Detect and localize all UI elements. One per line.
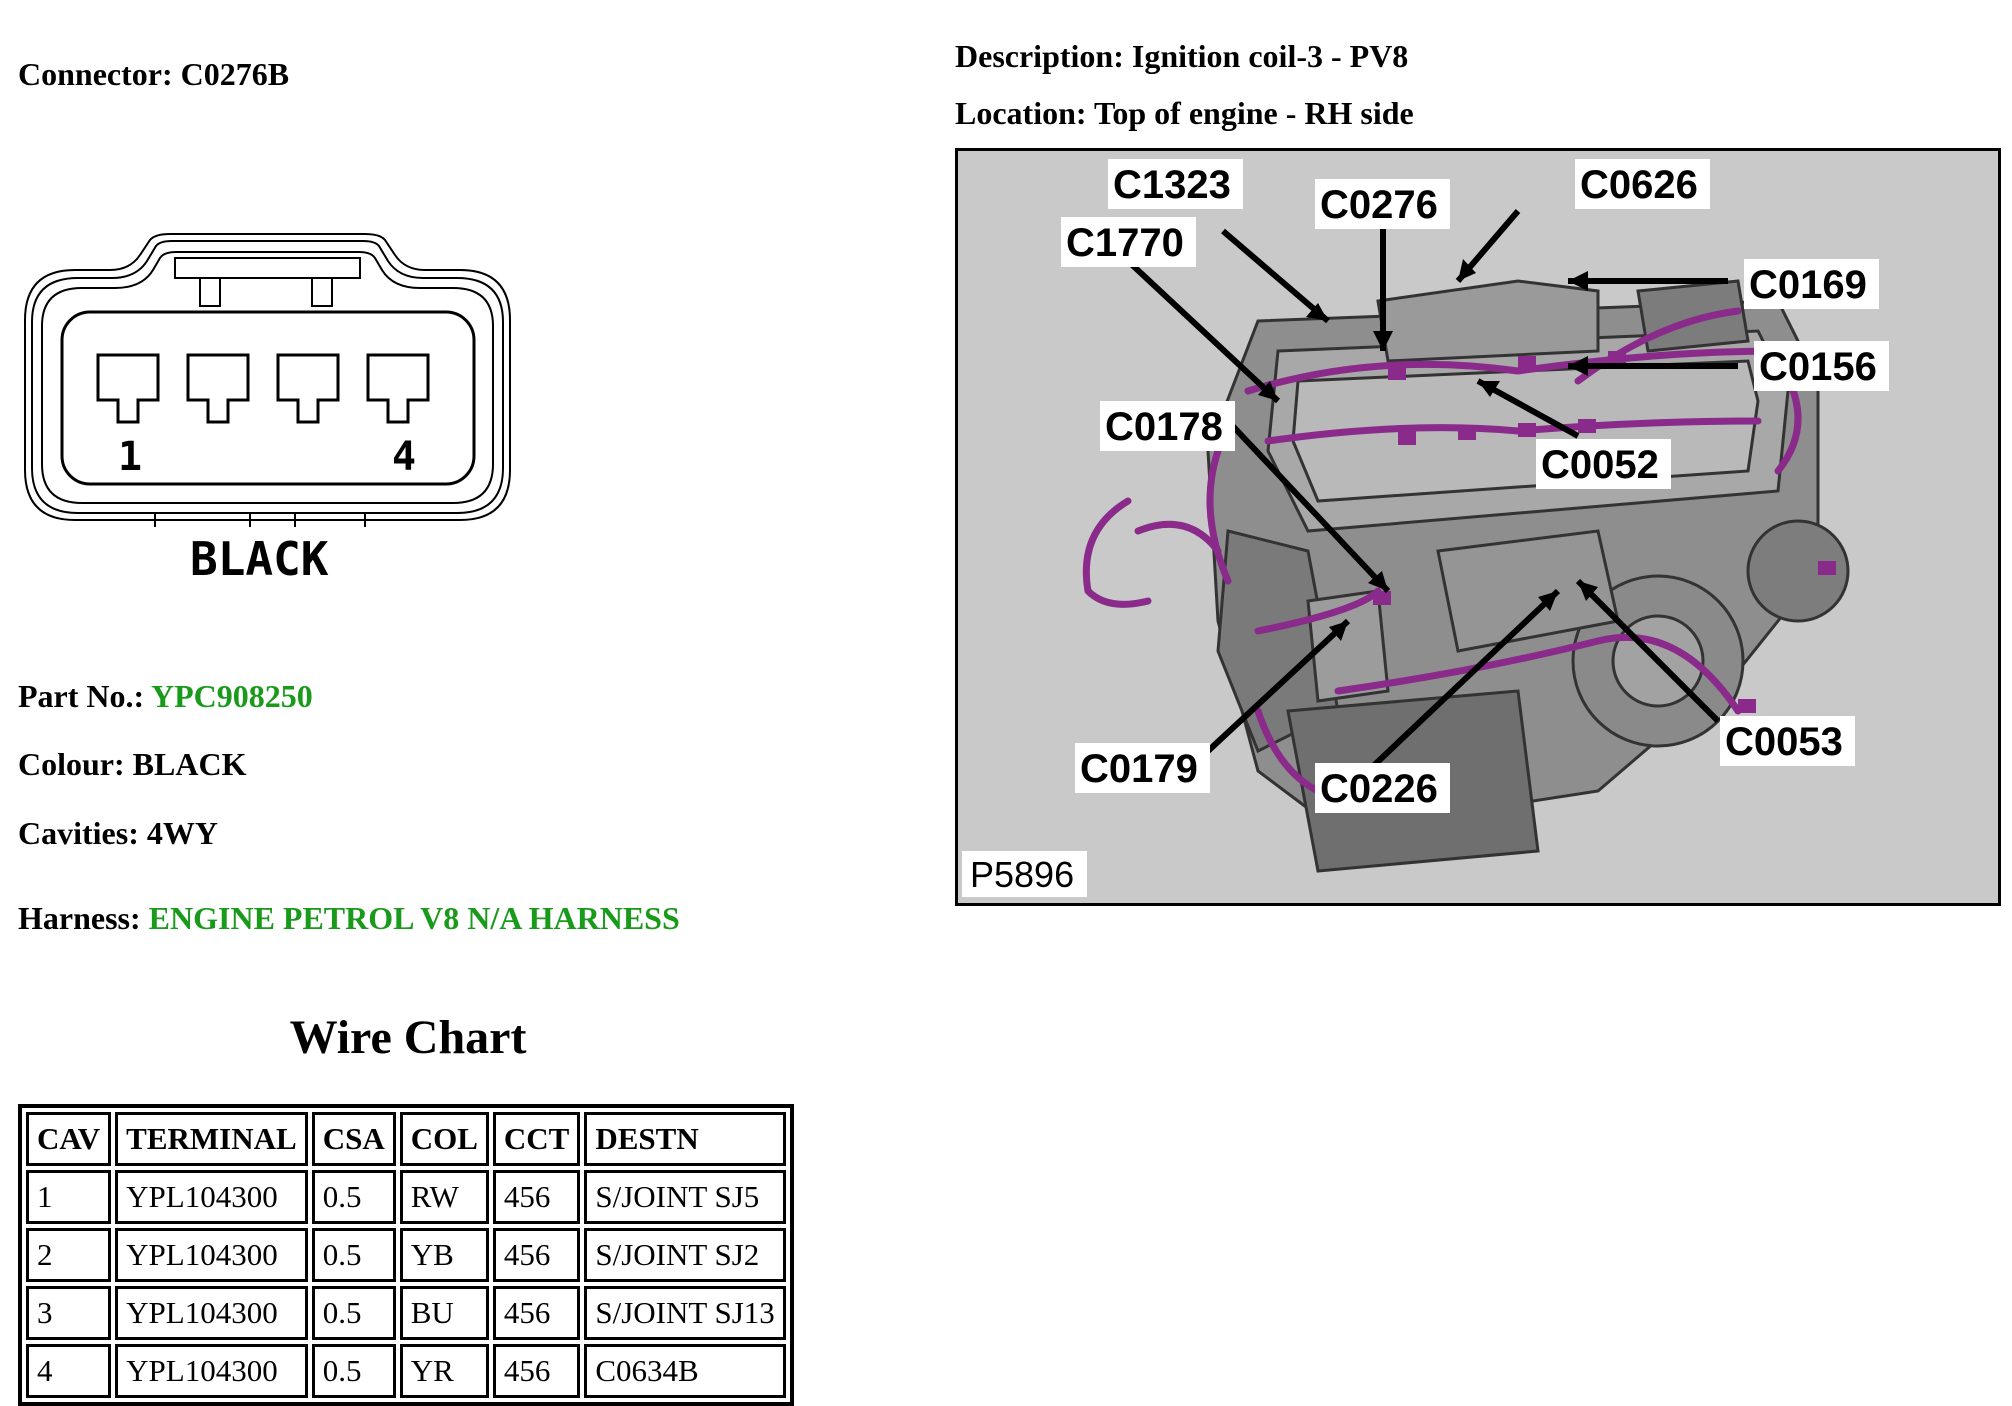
pin-4-label: 4 <box>392 434 416 480</box>
cell-destn: S/JOINT SJ13 <box>584 1286 786 1340</box>
cell-terminal: YPL104300 <box>115 1286 308 1340</box>
colour-value: BLACK <box>132 746 247 782</box>
col-header-csa: CSA <box>311 1112 396 1166</box>
cell-terminal: YPL104300 <box>115 1228 308 1282</box>
col-header-col: COL <box>399 1112 489 1166</box>
colour-label: Colour: <box>18 746 125 782</box>
callout-c0226: C0226 <box>1320 767 1438 811</box>
col-header-cct: CCT <box>492 1112 581 1166</box>
cell-cav: 3 <box>26 1286 112 1340</box>
callout-labels: C1323 C0276 C0626 C1770 C0169 C0156 C017… <box>1061 159 1889 813</box>
cell-col: YR <box>399 1344 489 1398</box>
cell-cav: 1 <box>26 1170 112 1224</box>
cell-terminal: YPL104300 <box>115 1170 308 1224</box>
callout-c0276: C0276 <box>1320 183 1438 227</box>
callout-c1770: C1770 <box>1066 221 1184 265</box>
engine-location-image: C1323 C0276 C0626 C1770 C0169 C0156 C017… <box>955 148 2001 906</box>
cavities-value: 4WY <box>146 815 218 851</box>
cell-destn: S/JOINT SJ5 <box>584 1170 786 1224</box>
callout-c0626: C0626 <box>1580 163 1698 207</box>
cell-cct: 456 <box>492 1344 581 1398</box>
description-label: Description: <box>955 38 1124 74</box>
harness-link[interactable]: ENGINE PETROL V8 N/A HARNESS <box>148 900 680 936</box>
callout-c0178: C0178 <box>1105 405 1223 449</box>
wire-chart-title: Wire Chart <box>289 1011 527 1064</box>
cell-csa: 0.5 <box>311 1170 396 1224</box>
callout-c1323: C1323 <box>1113 163 1231 207</box>
cavities-label: Cavities: <box>18 815 139 851</box>
wire-chart-table: CAV TERMINAL CSA COL CCT DESTN 1 YPL1043… <box>18 1104 794 1406</box>
cell-csa: 0.5 <box>311 1344 396 1398</box>
part-number-link[interactable]: YPC908250 <box>150 678 313 714</box>
table-row: 2 YPL104300 0.5 YB 456 S/JOINT SJ2 <box>26 1228 786 1282</box>
cell-cav: 2 <box>26 1228 112 1282</box>
harness-label: Harness: <box>18 900 141 936</box>
connector-title: Connector: C0276B <box>18 56 289 93</box>
cell-csa: 0.5 <box>311 1286 396 1340</box>
connector-face-diagram: 1 4 BLACK <box>24 233 511 586</box>
cell-destn: S/JOINT SJ2 <box>584 1228 786 1282</box>
description-line: Description: Ignition coil-3 - PV8 <box>955 38 1408 75</box>
col-header-destn: DESTN <box>584 1112 786 1166</box>
callout-arrows <box>1125 209 1738 774</box>
callout-c0169: C0169 <box>1749 263 1867 307</box>
callout-c0156: C0156 <box>1759 345 1877 389</box>
cavities-line: Cavities: 4WY <box>18 815 218 852</box>
table-row: 1 YPL104300 0.5 RW 456 S/JOINT SJ5 <box>26 1170 786 1224</box>
part-number-line: Part No.: YPC908250 <box>18 678 313 715</box>
part-number-label: Part No.: <box>18 678 145 714</box>
cell-csa: 0.5 <box>311 1228 396 1282</box>
harness-line: Harness: ENGINE PETROL V8 N/A HARNESS <box>18 900 680 937</box>
cell-col: BU <box>399 1286 489 1340</box>
location-value: Top of engine - RH side <box>1093 95 1414 131</box>
cell-cct: 456 <box>492 1286 581 1340</box>
callout-arrowheads <box>1258 259 1598 641</box>
wiring-harness <box>1082 307 1802 795</box>
callout-c0179: C0179 <box>1080 747 1198 791</box>
location-line: Location: Top of engine - RH side <box>955 95 1414 132</box>
cell-cav: 4 <box>26 1344 112 1398</box>
connector-value: C0276B <box>180 56 290 92</box>
callout-c0053: C0053 <box>1725 720 1843 764</box>
description-value: Ignition coil-3 - PV8 <box>1131 38 1409 74</box>
table-row: 4 YPL104300 0.5 YR 456 C0634B <box>26 1344 786 1398</box>
table-header-row: CAV TERMINAL CSA COL CCT DESTN <box>26 1112 786 1166</box>
table-row: 3 YPL104300 0.5 BU 456 S/JOINT SJ13 <box>26 1286 786 1340</box>
pin-1-label: 1 <box>118 434 142 480</box>
figure-id: P5896 <box>970 854 1074 895</box>
cell-cct: 456 <box>492 1228 581 1282</box>
col-header-cav: CAV <box>26 1112 112 1166</box>
connector-markers <box>1373 351 1836 713</box>
cell-terminal: YPL104300 <box>115 1344 308 1398</box>
connector-label: Connector: <box>18 56 173 92</box>
engine-illustration: C1323 C0276 C0626 C1770 C0169 C0156 C017… <box>962 159 1889 897</box>
cell-col: YB <box>399 1228 489 1282</box>
col-header-terminal: TERMINAL <box>115 1112 308 1166</box>
connector-colour-label: BLACK <box>190 532 329 586</box>
location-label: Location: <box>955 95 1087 131</box>
cell-col: RW <box>399 1170 489 1224</box>
colour-line: Colour: BLACK <box>18 746 246 783</box>
cell-cct: 456 <box>492 1170 581 1224</box>
cell-destn: C0634B <box>584 1344 786 1398</box>
callout-c0052: C0052 <box>1541 443 1659 487</box>
